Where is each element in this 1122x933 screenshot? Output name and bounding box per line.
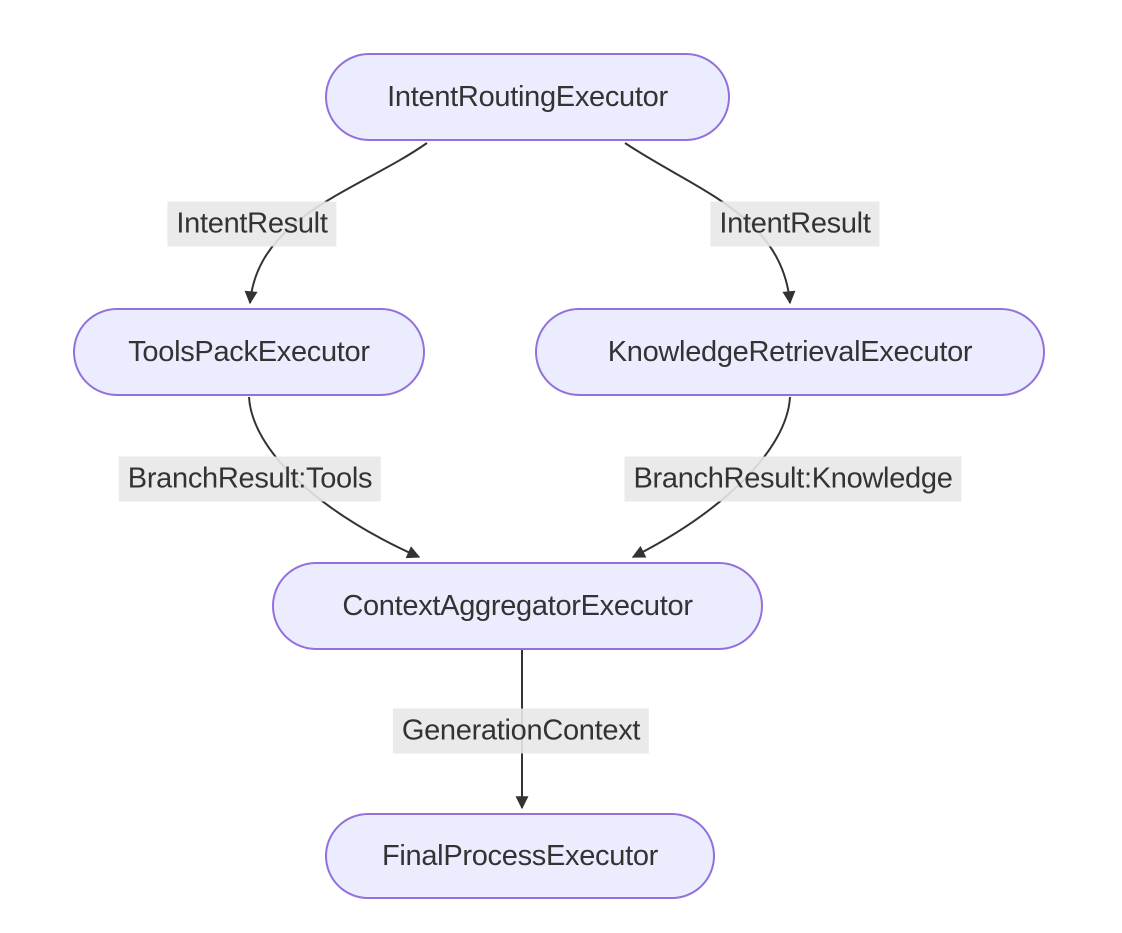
edge-label-intent-result-left: IntentResult: [167, 201, 337, 247]
node-knowledge-retrieval-executor: KnowledgeRetrievalExecutor: [535, 308, 1045, 396]
node-tools-pack-executor: ToolsPackExecutor: [73, 308, 425, 396]
edge-label-branch-result-tools: BranchResult:Tools: [118, 456, 382, 502]
node-context-aggregator-executor: ContextAggregatorExecutor: [272, 562, 763, 650]
edge-label-intent-result-right: IntentResult: [710, 201, 880, 247]
node-intent-routing-executor: IntentRoutingExecutor: [325, 53, 730, 141]
edge-label-branch-result-knowledge: BranchResult:Knowledge: [624, 456, 962, 502]
edge-label-generation-context: GenerationContext: [392, 708, 650, 754]
node-final-process-executor: FinalProcessExecutor: [325, 813, 715, 899]
